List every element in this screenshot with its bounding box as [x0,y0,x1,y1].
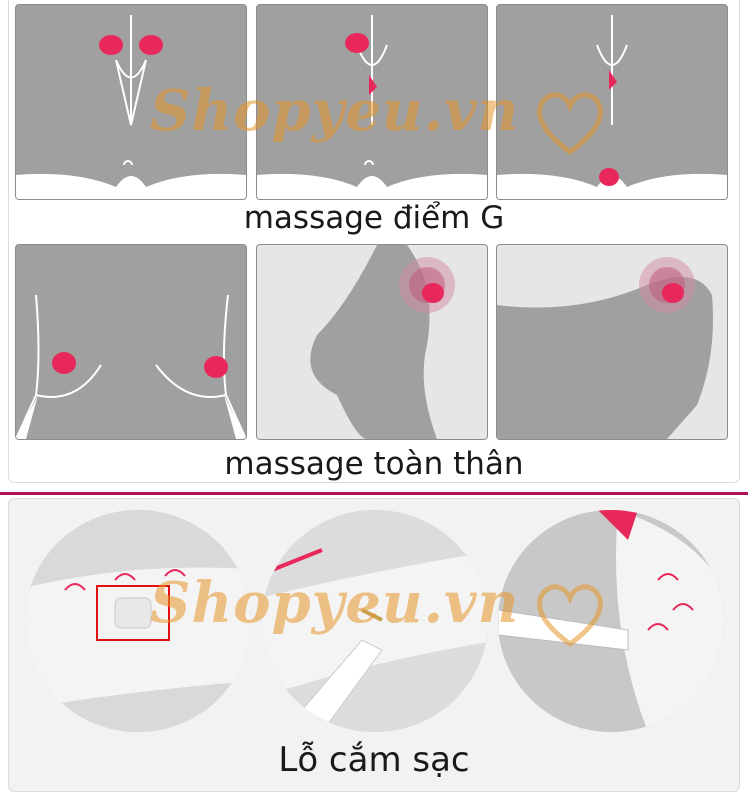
charging-port-photo-1 [25,510,251,732]
caption-full-body-massage: massage toàn thân [224,446,524,482]
g-spot-tile-3 [496,4,728,200]
section-divider [0,492,748,495]
caption-charging-port: Lỗ cắm sạc [278,740,470,780]
full-body-tile-3 [496,244,728,440]
charging-port-photo-2 [262,510,488,732]
caption-g-spot-massage: massage điểm G [243,200,505,236]
full-body-tile-2 [256,244,488,440]
full-body-tile-1 [15,244,247,440]
g-spot-tile-2 [256,4,488,200]
charging-port-photo-3 [498,510,724,732]
g-spot-tile-1 [15,4,247,200]
